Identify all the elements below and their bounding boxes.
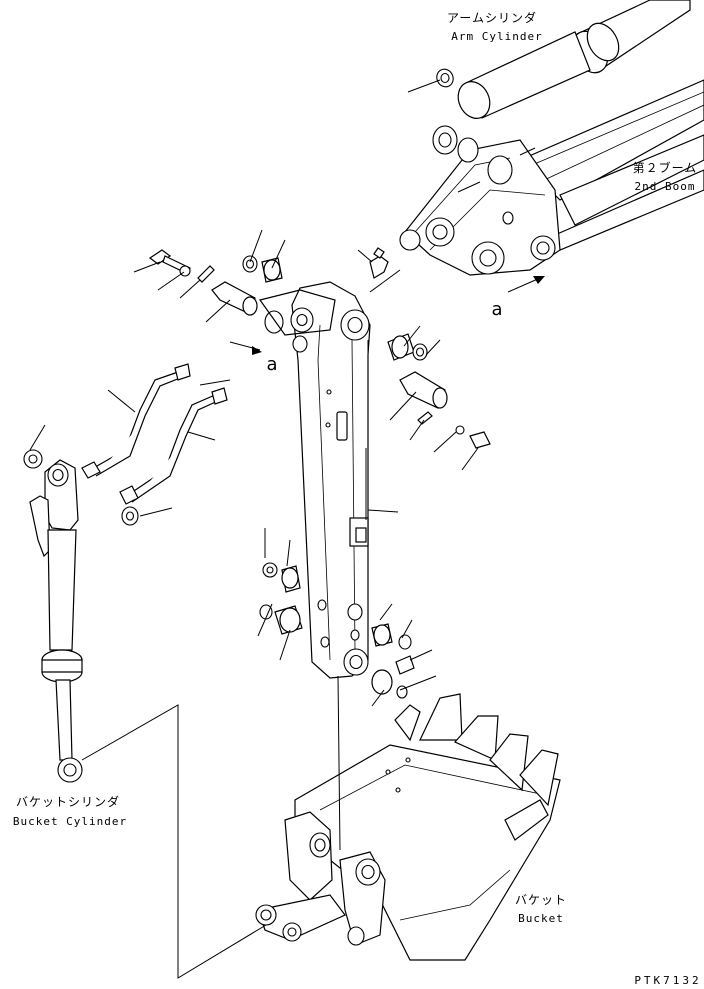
second-boom-label-en: 2nd Boom [635,180,696,193]
arm-top-pins-and-bolts [148,247,491,449]
drawing-code: PTK7132 [634,974,701,987]
bucket-assembly [255,693,561,961]
bucket-cylinder-assembly [23,363,228,783]
arm-cylinder-label-jp: アームシリンダ [447,10,537,25]
bucket-label-jp: バケット [515,893,567,907]
reference-a-upper: a [491,299,502,320]
lower-bushings-and-fittings [259,562,415,699]
bucket-cylinder-label-en: Bucket Cylinder [13,815,127,828]
bucket-label-en: Bucket [518,912,564,925]
arm-cylinder-assembly [436,0,691,119]
second-boom-label-jp: 第２ブーム [633,160,698,175]
arm-assembly [258,281,371,679]
second-boom-assembly [399,79,704,276]
leader-lines [29,79,545,979]
arm-cylinder-label-en: Arm Cylinder [451,30,542,43]
bucket-cylinder-label-jp: バケットシリンダ [16,794,120,809]
reference-a-lower: a [266,354,277,375]
